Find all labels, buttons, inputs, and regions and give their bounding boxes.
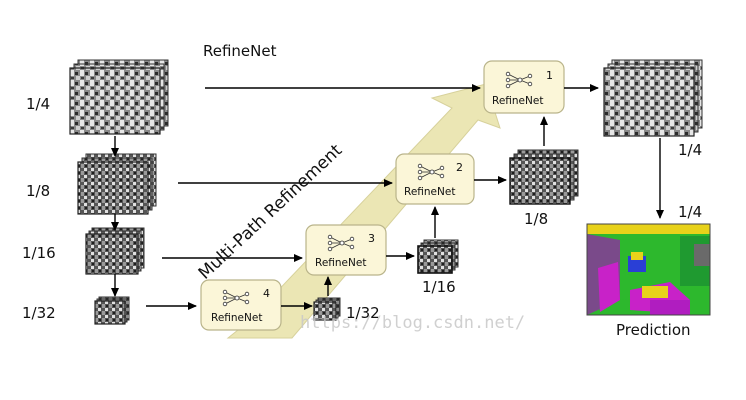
watermark: https://blog.csdn.net/ bbox=[300, 313, 525, 333]
refinenet-block-1-number: 1 bbox=[546, 69, 553, 82]
output-stack-1-32 bbox=[313, 297, 341, 321]
refinenet-block-3-number: 3 bbox=[368, 232, 375, 245]
refinenet-block-4: 4 RefineNet bbox=[200, 279, 282, 331]
network-icon bbox=[505, 71, 533, 89]
refinenet-block-2-number: 2 bbox=[456, 161, 463, 174]
refinenet-block-1-name: RefineNet bbox=[492, 95, 543, 107]
refinenet-block-2-name: RefineNet bbox=[404, 186, 455, 198]
network-icon bbox=[327, 234, 355, 252]
output-label-1-32: 1/32 bbox=[346, 304, 380, 322]
prediction-scale-label: 1/4 bbox=[678, 203, 702, 221]
prediction-segmentation-map bbox=[586, 223, 711, 316]
refinenet-block-1: 1 RefineNet bbox=[483, 60, 565, 114]
refinenet-block-2: 2 RefineNet bbox=[395, 153, 475, 205]
feature-stack-1-16 bbox=[85, 227, 145, 275]
output-stack-1-16 bbox=[417, 239, 459, 274]
feature-stack-1-4 bbox=[69, 59, 169, 135]
scale-label-1-4: 1/4 bbox=[26, 95, 50, 113]
refinenet-block-4-number: 4 bbox=[263, 287, 270, 300]
refinenet-block-3: 3 RefineNet bbox=[305, 224, 387, 276]
feature-stack-1-8 bbox=[77, 153, 157, 215]
network-icon bbox=[417, 163, 445, 181]
output-label-1-16: 1/16 bbox=[422, 278, 456, 296]
refinenet-block-3-name: RefineNet bbox=[315, 257, 366, 269]
feature-stack-1-32 bbox=[94, 296, 130, 325]
scale-label-1-32: 1/32 bbox=[22, 304, 56, 322]
output-label-1-4: 1/4 bbox=[678, 141, 702, 159]
prediction-label: Prediction bbox=[616, 321, 691, 339]
output-label-1-8: 1/8 bbox=[524, 210, 548, 228]
refinenet-block-4-name: RefineNet bbox=[211, 312, 262, 324]
network-icon bbox=[222, 289, 250, 307]
output-stack-1-4 bbox=[603, 59, 703, 137]
diagram-title: RefineNet bbox=[203, 42, 277, 60]
scale-label-1-8: 1/8 bbox=[26, 182, 50, 200]
scale-label-1-16: 1/16 bbox=[22, 244, 56, 262]
output-stack-1-8 bbox=[509, 149, 579, 205]
